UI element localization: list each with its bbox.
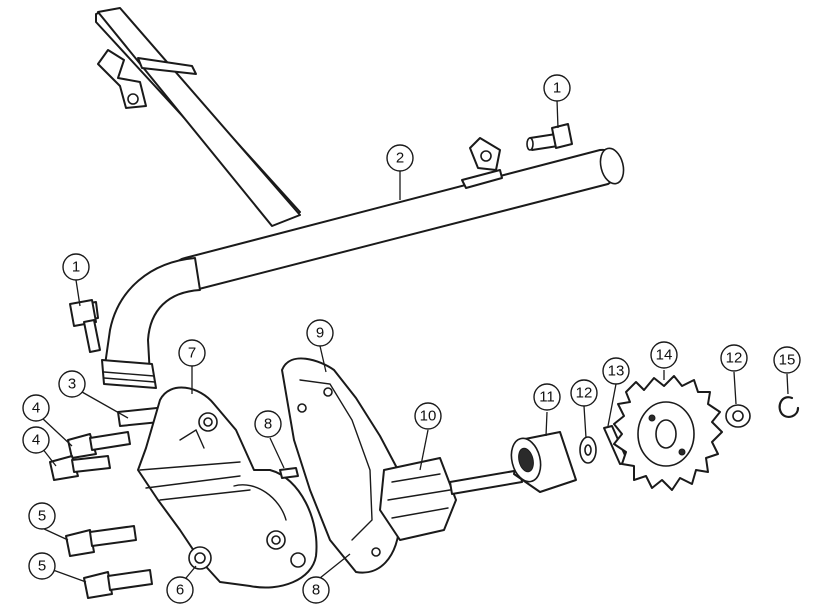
callout-label: 13: [608, 363, 625, 380]
bolt-1-top: [526, 123, 573, 151]
callout-bubble: 8: [302, 576, 330, 604]
circlip-15: [778, 396, 800, 418]
callout-bubble: 11: [533, 383, 561, 411]
callout-bubble: 15: [773, 346, 801, 374]
callout-bubble: 12: [570, 379, 598, 407]
callout-bubble: 2: [386, 144, 414, 172]
callout-label: 2: [396, 150, 404, 167]
pump-housing-7: [137, 386, 318, 589]
callout-label: 6: [176, 582, 184, 599]
bolts-4: [49, 431, 131, 481]
washer-6: [188, 546, 212, 570]
bearing-11: [510, 431, 577, 493]
callout-bubble: 5: [28, 502, 56, 530]
callout-label: 4: [32, 400, 40, 417]
callouts: 1 2 1 9 7 3 4 4 8 10 11 12 13 14 12 15 5…: [22, 74, 801, 604]
callout-label: 12: [576, 385, 593, 402]
callout-label: 7: [188, 345, 196, 362]
callout-bubble: 7: [178, 339, 206, 367]
callout-bubble: 8: [254, 410, 282, 438]
callout-label: 5: [38, 558, 46, 575]
callout-bubble: 3: [58, 370, 86, 398]
washer-12-left: [579, 436, 597, 464]
callout-label: 8: [264, 416, 272, 433]
callout-label: 15: [779, 352, 796, 369]
callout-label: 4: [32, 432, 40, 449]
callout-label: 1: [72, 259, 80, 276]
callout-bubble: 12: [720, 344, 748, 372]
callout-bubble: 14: [650, 341, 678, 369]
callout-label: 3: [68, 376, 76, 393]
bolt-1-left: [69, 299, 101, 353]
callout-bubble: 6: [166, 576, 194, 604]
leader-lines: [41, 99, 789, 583]
callout-bubble: 5: [28, 552, 56, 580]
callout-bubble: 9: [306, 319, 334, 347]
callout-label: 10: [420, 408, 437, 425]
callout-bubble: 4: [22, 426, 50, 454]
callout-label: 9: [316, 325, 324, 342]
callout-bubble: 4: [22, 394, 50, 422]
callout-label: 11: [539, 389, 555, 406]
coolant-pipe: [71, 7, 625, 389]
gear-14: [613, 375, 723, 491]
callout-label: 5: [38, 508, 46, 525]
callout-bubble: 1: [62, 253, 90, 281]
callout-label: 12: [726, 350, 743, 367]
callout-bubble: 13: [602, 357, 630, 385]
callout-label: 14: [656, 347, 673, 364]
washer-12-right: [725, 404, 751, 428]
callout-label: 8: [312, 582, 320, 599]
bolts-5: [65, 525, 153, 599]
callout-label: 1: [553, 80, 561, 97]
callout-bubble: 1: [543, 74, 571, 102]
impeller-10: [379, 457, 523, 541]
callout-bubble: 10: [414, 402, 442, 430]
